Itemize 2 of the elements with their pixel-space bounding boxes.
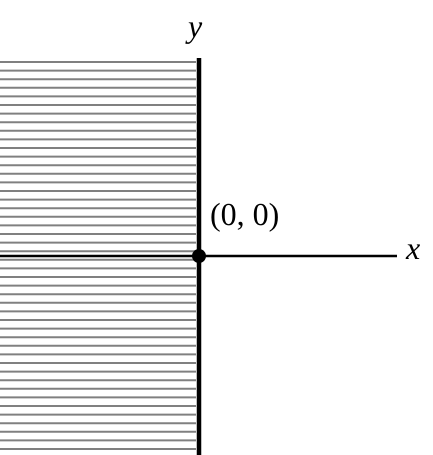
point-label: (0, 0) — [210, 198, 280, 230]
axis-label: x — [406, 232, 420, 264]
